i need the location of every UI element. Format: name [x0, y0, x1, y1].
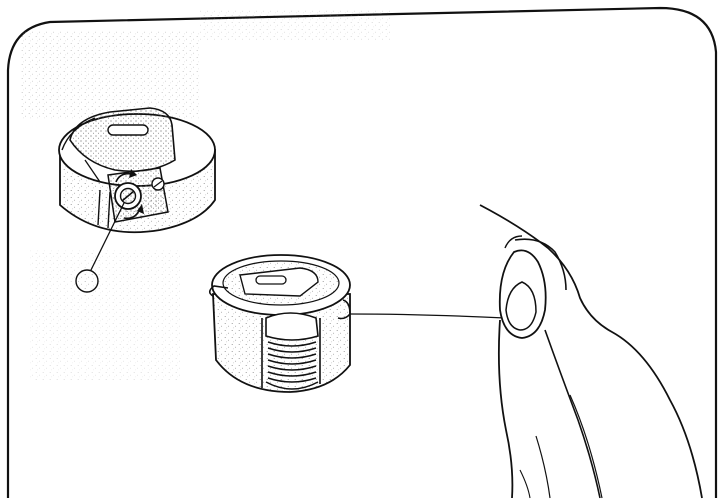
palm-outline — [499, 320, 513, 498]
secondary-screw — [152, 178, 164, 190]
hand-holding-thread — [480, 205, 702, 498]
latch-slot — [256, 276, 286, 284]
tension-screw-detail — [76, 270, 98, 292]
bobbin-thread — [350, 314, 505, 318]
bobbin-case-with-tension-screw — [59, 108, 215, 272]
tension-screw — [115, 183, 141, 209]
latch-slot — [108, 125, 148, 135]
bobbin-case-with-bobbin-inserted — [210, 255, 350, 392]
